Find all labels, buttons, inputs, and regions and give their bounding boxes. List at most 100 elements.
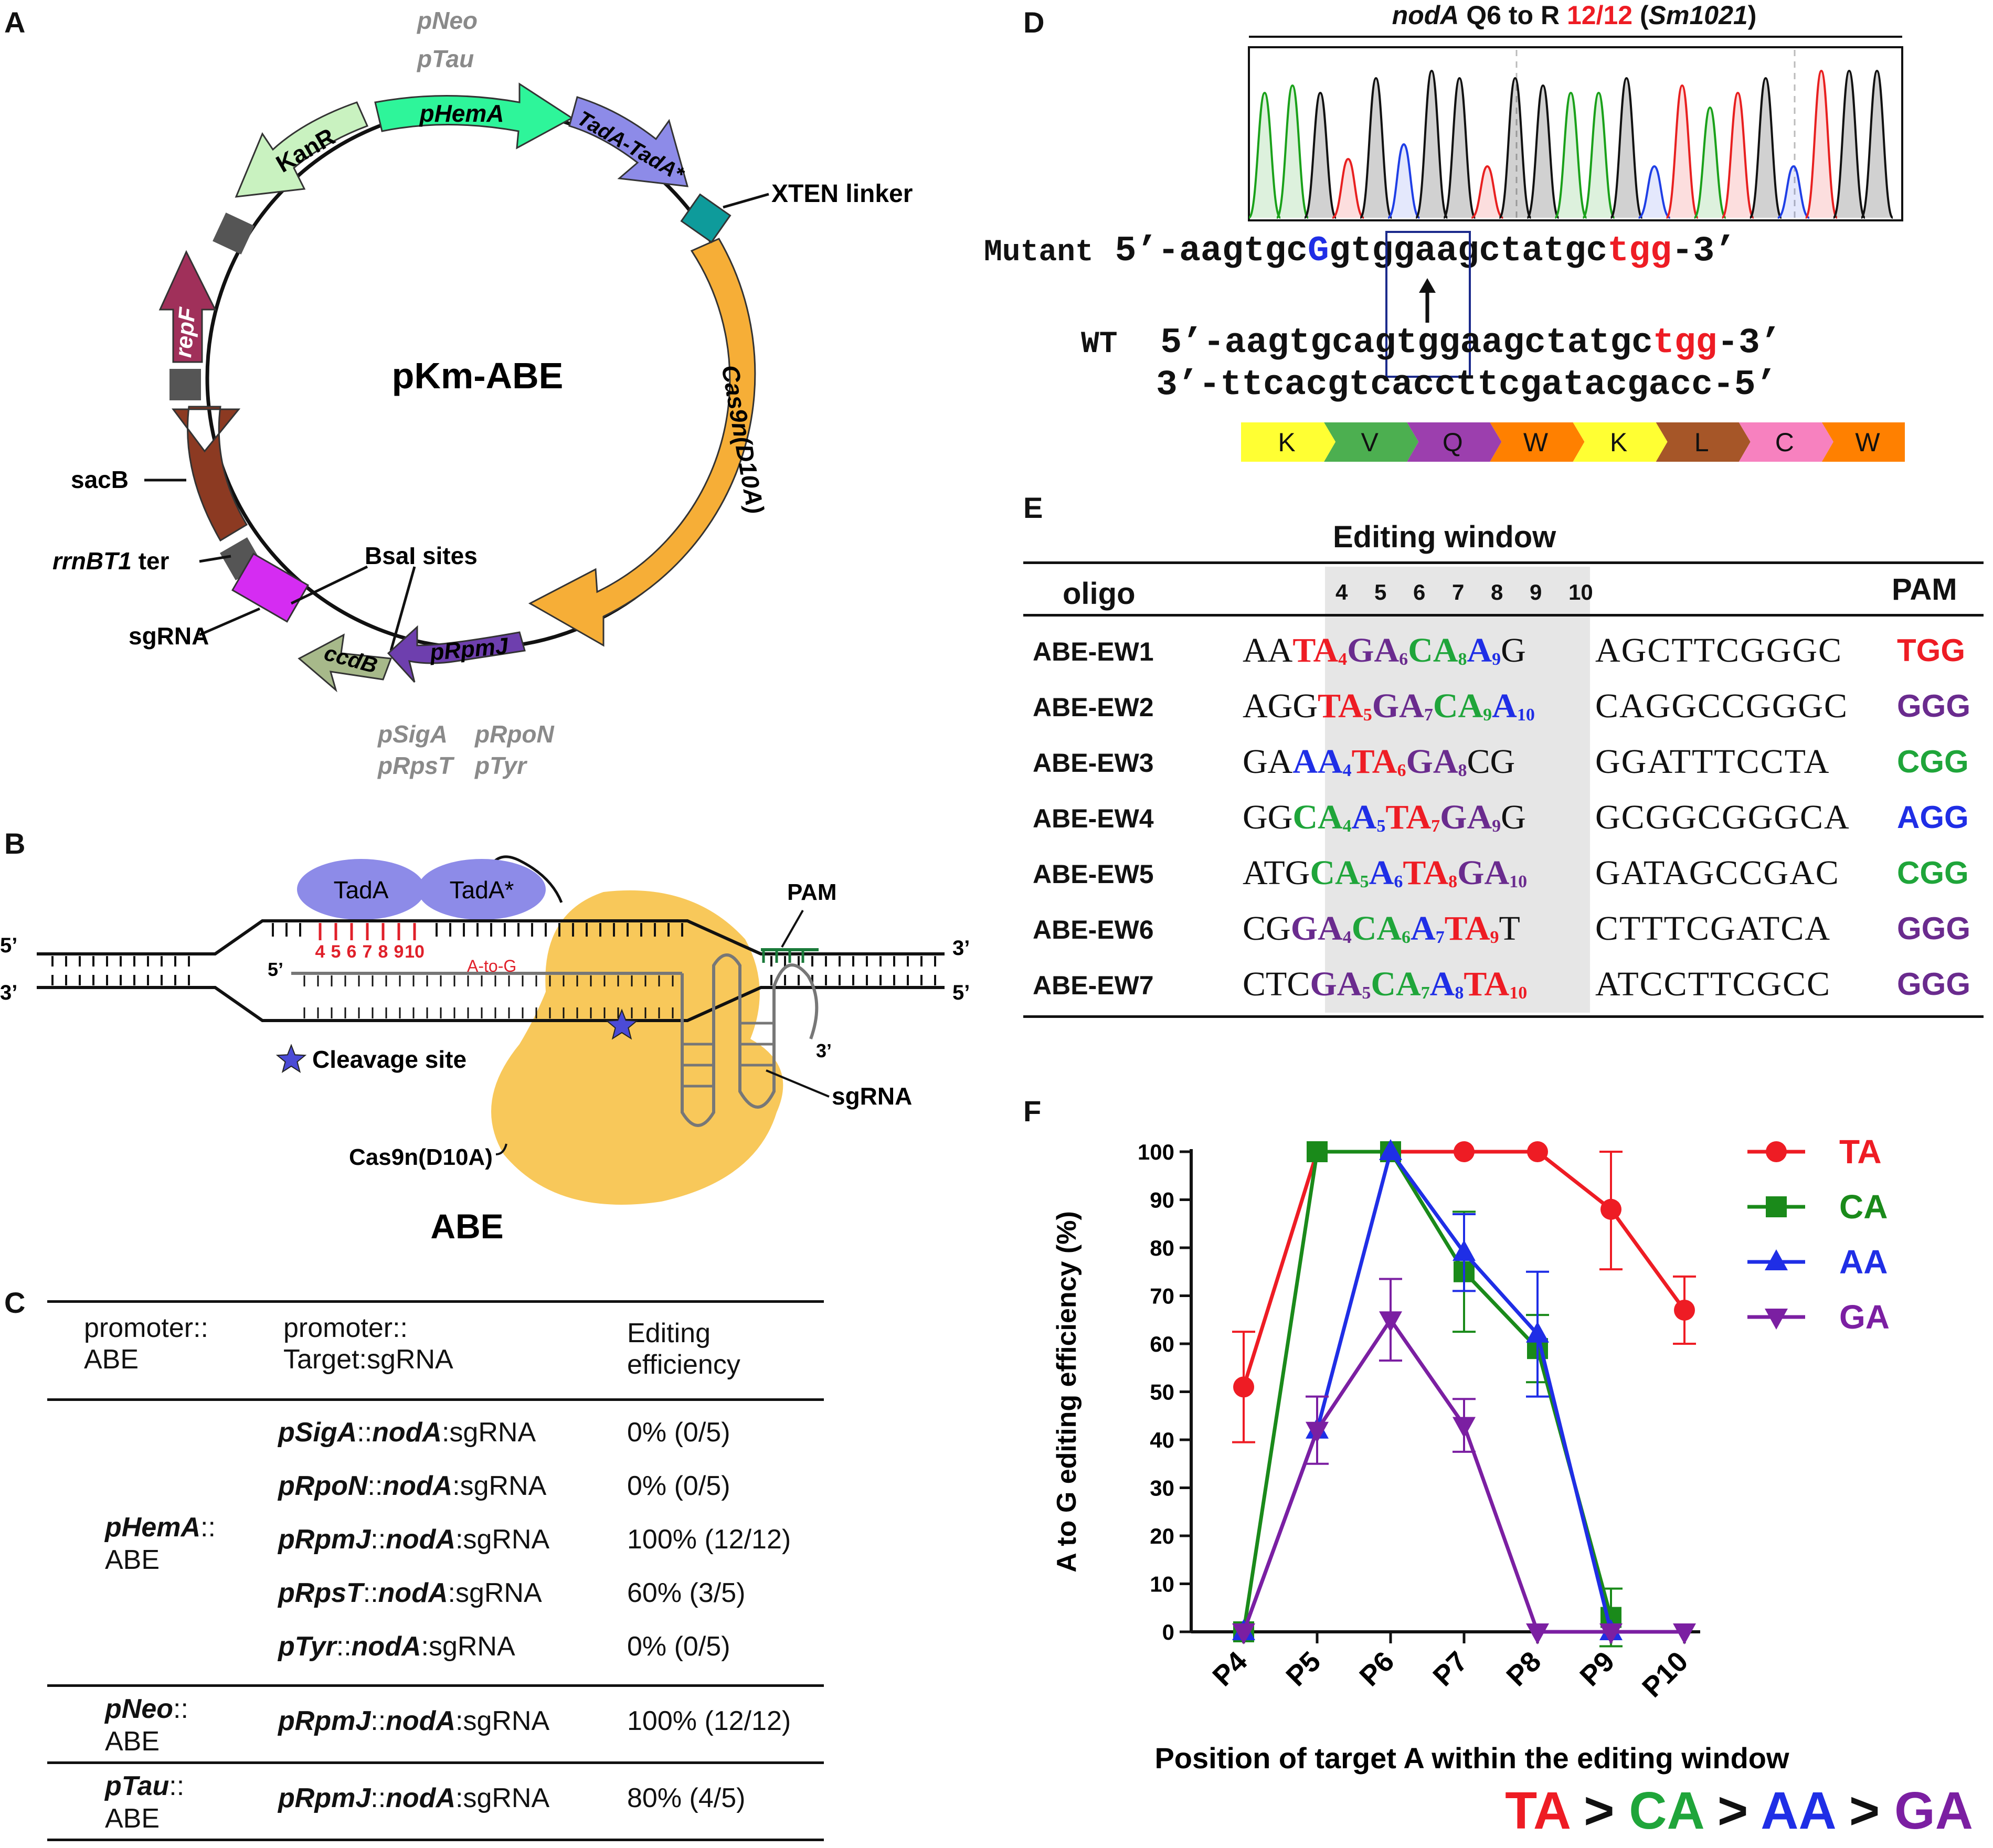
oligo-name: ABE-EW4 [1033, 804, 1154, 833]
ccdb-arrow [298, 633, 393, 693]
chromatogram-title: nodA Q6 to R 12/12 (Sm1021) [1392, 1, 1757, 30]
oligo-sequence: GAAA4TA6GA8CG [1243, 742, 1515, 781]
cleavage-star-icon [605, 1008, 639, 1040]
promoter-ptau: pTau [416, 45, 474, 72]
end-3-bottom-left: 3’ [0, 981, 17, 1004]
chromatogram [1248, 36, 1903, 221]
window-position-9: 9 [394, 942, 404, 962]
x-axis-label: Position of target A within the editing … [1154, 1741, 1789, 1775]
wt-label: WT [1081, 327, 1118, 362]
group-promoter: pHemA::ABE [105, 1512, 216, 1575]
kanr-arrow [235, 101, 369, 198]
oligo-name: ABE-EW6 [1033, 915, 1154, 944]
oligo-pam: CGG [1897, 855, 1969, 890]
data-point [1526, 1321, 1549, 1343]
dna-rungs [51, 956, 936, 985]
y-tick-label: 50 [1150, 1380, 1174, 1405]
target-cell: pRpmJ::nodA:sgRNA [278, 1524, 550, 1555]
amino-acid-block [1490, 422, 1585, 462]
top-strand-ticks [272, 923, 683, 937]
legend-marker [1765, 1309, 1788, 1330]
window-position-header: 8 [1491, 580, 1503, 604]
y-tick-label: 20 [1150, 1524, 1174, 1548]
end-3-top-right: 3’ [952, 937, 970, 960]
pam-ticks [762, 950, 804, 963]
series-GA [1232, 1278, 1696, 1644]
y-tick-label: 100 [1138, 1140, 1174, 1164]
amino-acid-block [1656, 422, 1751, 462]
series-CA [1233, 1141, 1623, 1648]
editing-window-ticks [319, 923, 416, 940]
oligo-sequence: ATGCA5A6TA8GA10 [1243, 854, 1528, 892]
panel-label-a: A [4, 6, 26, 39]
window-position-header: 10 [1568, 580, 1593, 604]
phema-label: pHemA [418, 100, 504, 127]
series-line [1242, 1150, 1613, 1632]
guide-3-end: 3’ [816, 1040, 832, 1061]
prpmj-label: pRpmJ [428, 633, 510, 666]
oligo-sequence-tail: GATAGCCGAC [1595, 854, 1840, 892]
oligo-sequence-tail: CAGGCCGGGC [1595, 687, 1849, 725]
oligo-pam: GGG [1897, 911, 1971, 946]
complement-seq: 3’-ttcacgtcaccttcgatacgacc-5’ [1156, 365, 1777, 405]
oligo-name: ABE-EW2 [1033, 693, 1154, 722]
oligo-sequence-tail: CTTTCGATCA [1595, 909, 1831, 948]
legend-label-AA: AA [1839, 1243, 1888, 1281]
sacb-arrow [172, 406, 248, 542]
cleavage-label: Cleavage site [312, 1046, 467, 1073]
window-position-4: 4 [315, 942, 325, 962]
target-cell: pTyr::nodA:sgRNA [278, 1631, 515, 1662]
window-position-8: 8 [378, 942, 388, 962]
end-5-bottom-right: 5’ [952, 981, 970, 1004]
efficiency-cell: 0% (0/5) [627, 1631, 730, 1662]
prpmj-arrow [387, 625, 526, 683]
abe-title: ABE [430, 1207, 503, 1246]
wt-seq-part-a: 5’-aagtgcagtggaagctatgc [1160, 323, 1653, 363]
y-tick-label: 30 [1150, 1476, 1174, 1501]
data-point [1526, 1623, 1549, 1644]
oligo-sequence: CTCGA5CA7A8TA10 [1243, 965, 1528, 1003]
amino-acid-block [1407, 422, 1502, 462]
data-point [1379, 1139, 1402, 1160]
cleavage-legend-star-icon [275, 1044, 307, 1073]
amino-acid-block [1573, 422, 1668, 462]
mutant-seq-end: -3’ [1671, 231, 1736, 271]
y-tick-label: 10 [1150, 1572, 1174, 1597]
panel-label-d: D [1023, 6, 1045, 39]
window-position-7: 7 [363, 942, 373, 962]
amino-acid-letter: Q [1443, 428, 1463, 457]
wt-seq-end: -3’ [1717, 323, 1782, 363]
series-line [1242, 1316, 1684, 1634]
x-tick-label: P9 [1574, 1645, 1620, 1692]
oligo-name: ABE-EW5 [1033, 859, 1154, 889]
x-tick-label: P5 [1280, 1645, 1327, 1692]
window-position-header: 6 [1413, 580, 1426, 604]
group-promoter: pNeo::ABE [105, 1694, 188, 1757]
amino-acid-letter: K [1610, 428, 1627, 457]
oligo-pam: AGG [1897, 800, 1969, 835]
legend-label-GA: GA [1839, 1298, 1890, 1336]
panel-label-e: E [1023, 491, 1043, 524]
oligo-pam: GGG [1897, 688, 1971, 724]
oligo-sequence: GGCA4A5TA7GA9G [1243, 798, 1526, 836]
x-tick-label: P4 [1206, 1645, 1253, 1692]
mutant-base: G [1307, 231, 1329, 271]
rrnbt1-label: rrnBT1 ter [52, 547, 169, 575]
mutant-sequence-row: Mutant 5’-aagtgcGgtggaagctatgctgg-3’ [984, 231, 1736, 271]
amino-acid-letter: K [1278, 428, 1295, 457]
amino-acid-letter: V [1361, 428, 1379, 457]
x-tick-label: P8 [1500, 1645, 1547, 1692]
oligo-name: ABE-EW3 [1033, 748, 1154, 778]
promoter-ptyr: pTyr [474, 752, 527, 779]
data-point [1673, 1623, 1696, 1644]
data-point [1674, 1299, 1695, 1321]
mutant-pam: tgg [1607, 231, 1672, 271]
oligo-pam: GGG [1897, 967, 1971, 1002]
window-position-header: 9 [1530, 580, 1542, 604]
promoter-prpst: pRpsT [377, 752, 455, 779]
